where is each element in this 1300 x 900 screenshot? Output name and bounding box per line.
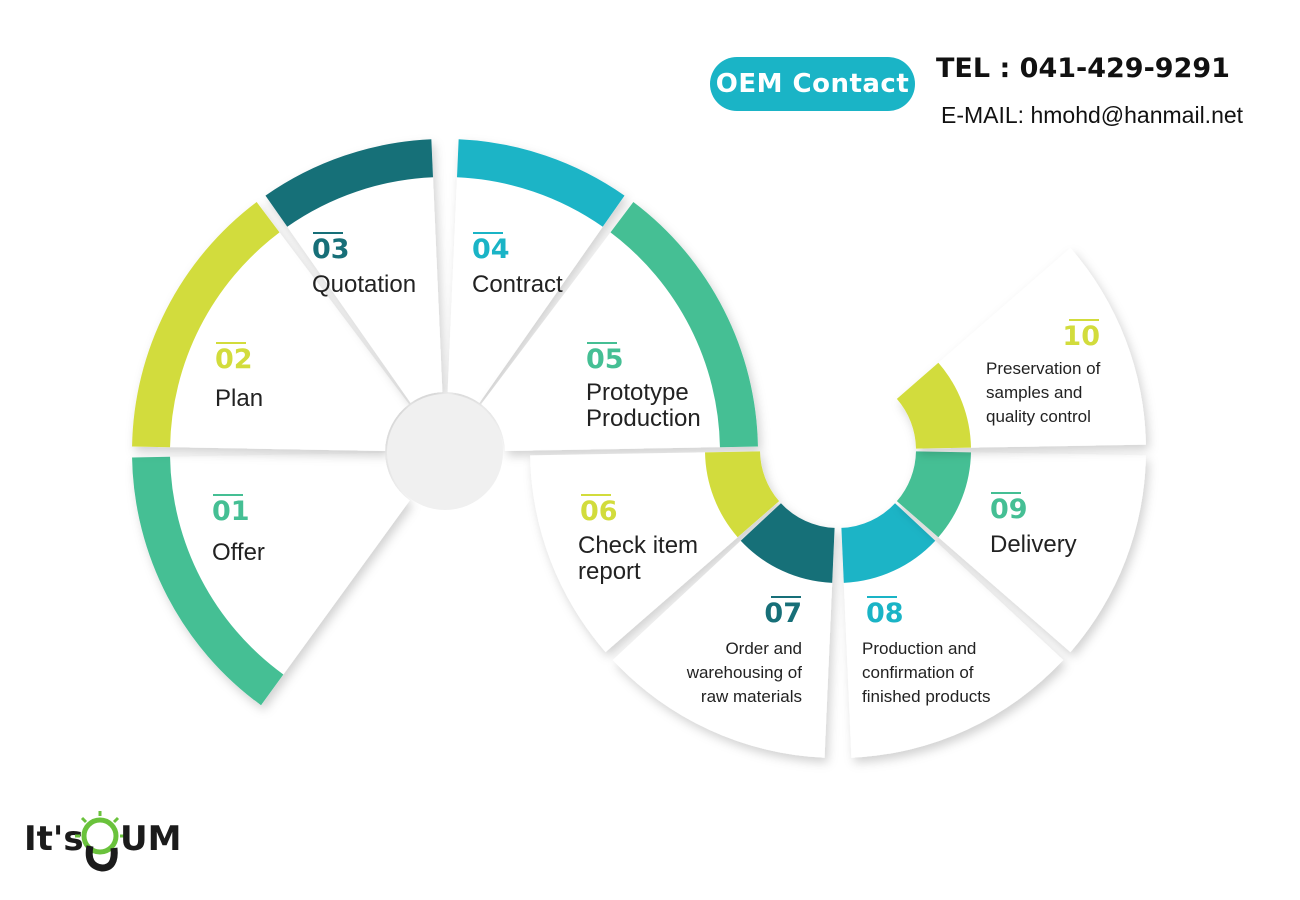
step-01-segment [132, 453, 410, 706]
step-label-line: Plan [215, 385, 263, 412]
email-address: E-MAIL: hmohd@hanmail.net [941, 102, 1244, 128]
step-03-segment [265, 139, 443, 403]
step-label-line: warehousing of [686, 663, 803, 682]
step-05-segment [481, 202, 758, 451]
step-label-line: raw materials [701, 687, 802, 706]
step-number: 09 [990, 494, 1028, 525]
step-02-segment [132, 202, 409, 451]
step-label-line: Prototype [586, 379, 689, 406]
step-number: 04 [472, 234, 510, 265]
step-number: 02 [215, 344, 253, 375]
step-number: 10 [1062, 321, 1100, 352]
step-label-line: Contract [472, 271, 563, 298]
step-label-line: Delivery [990, 531, 1077, 558]
step-label-line: Quotation [312, 271, 416, 298]
step-07-segment [612, 503, 835, 758]
step-number: 07 [764, 598, 802, 629]
step-label-line: Production [586, 405, 701, 432]
step-label-line: Preservation of [986, 359, 1101, 378]
telephone-number: TEL : 041-429-9291 [936, 53, 1230, 84]
step-label-line: quality control [986, 407, 1091, 426]
step-label-line: finished products [862, 687, 991, 706]
step-10-segment [896, 247, 1146, 449]
step-04-segment [447, 139, 625, 403]
logo-text-left: It's [24, 819, 84, 859]
step-number: 08 [866, 598, 904, 629]
logo-text-right: UM [120, 819, 181, 859]
step-08-segment [841, 503, 1064, 758]
left-hub [387, 394, 503, 510]
step-label-line: confirmation of [862, 663, 974, 682]
step-number: 01 [212, 496, 250, 527]
step-number: 06 [580, 496, 618, 527]
itsgum-logo: It's UM [24, 811, 181, 872]
step-09-segment [896, 451, 1146, 653]
step-06-segment [530, 451, 780, 653]
step-label-line: samples and [986, 383, 1082, 402]
step-label-line: report [578, 558, 641, 585]
step-number: 05 [586, 344, 624, 375]
step-label-line: Order and [725, 639, 802, 658]
sun-g-logo-icon [75, 811, 125, 872]
step-label-line: Check item [578, 532, 698, 559]
oem-contact-button[interactable]: OEM Contact [710, 57, 915, 111]
step-label-line: Production and [862, 639, 976, 658]
step-label-line: Offer [212, 539, 265, 566]
step-number: 03 [312, 234, 350, 265]
